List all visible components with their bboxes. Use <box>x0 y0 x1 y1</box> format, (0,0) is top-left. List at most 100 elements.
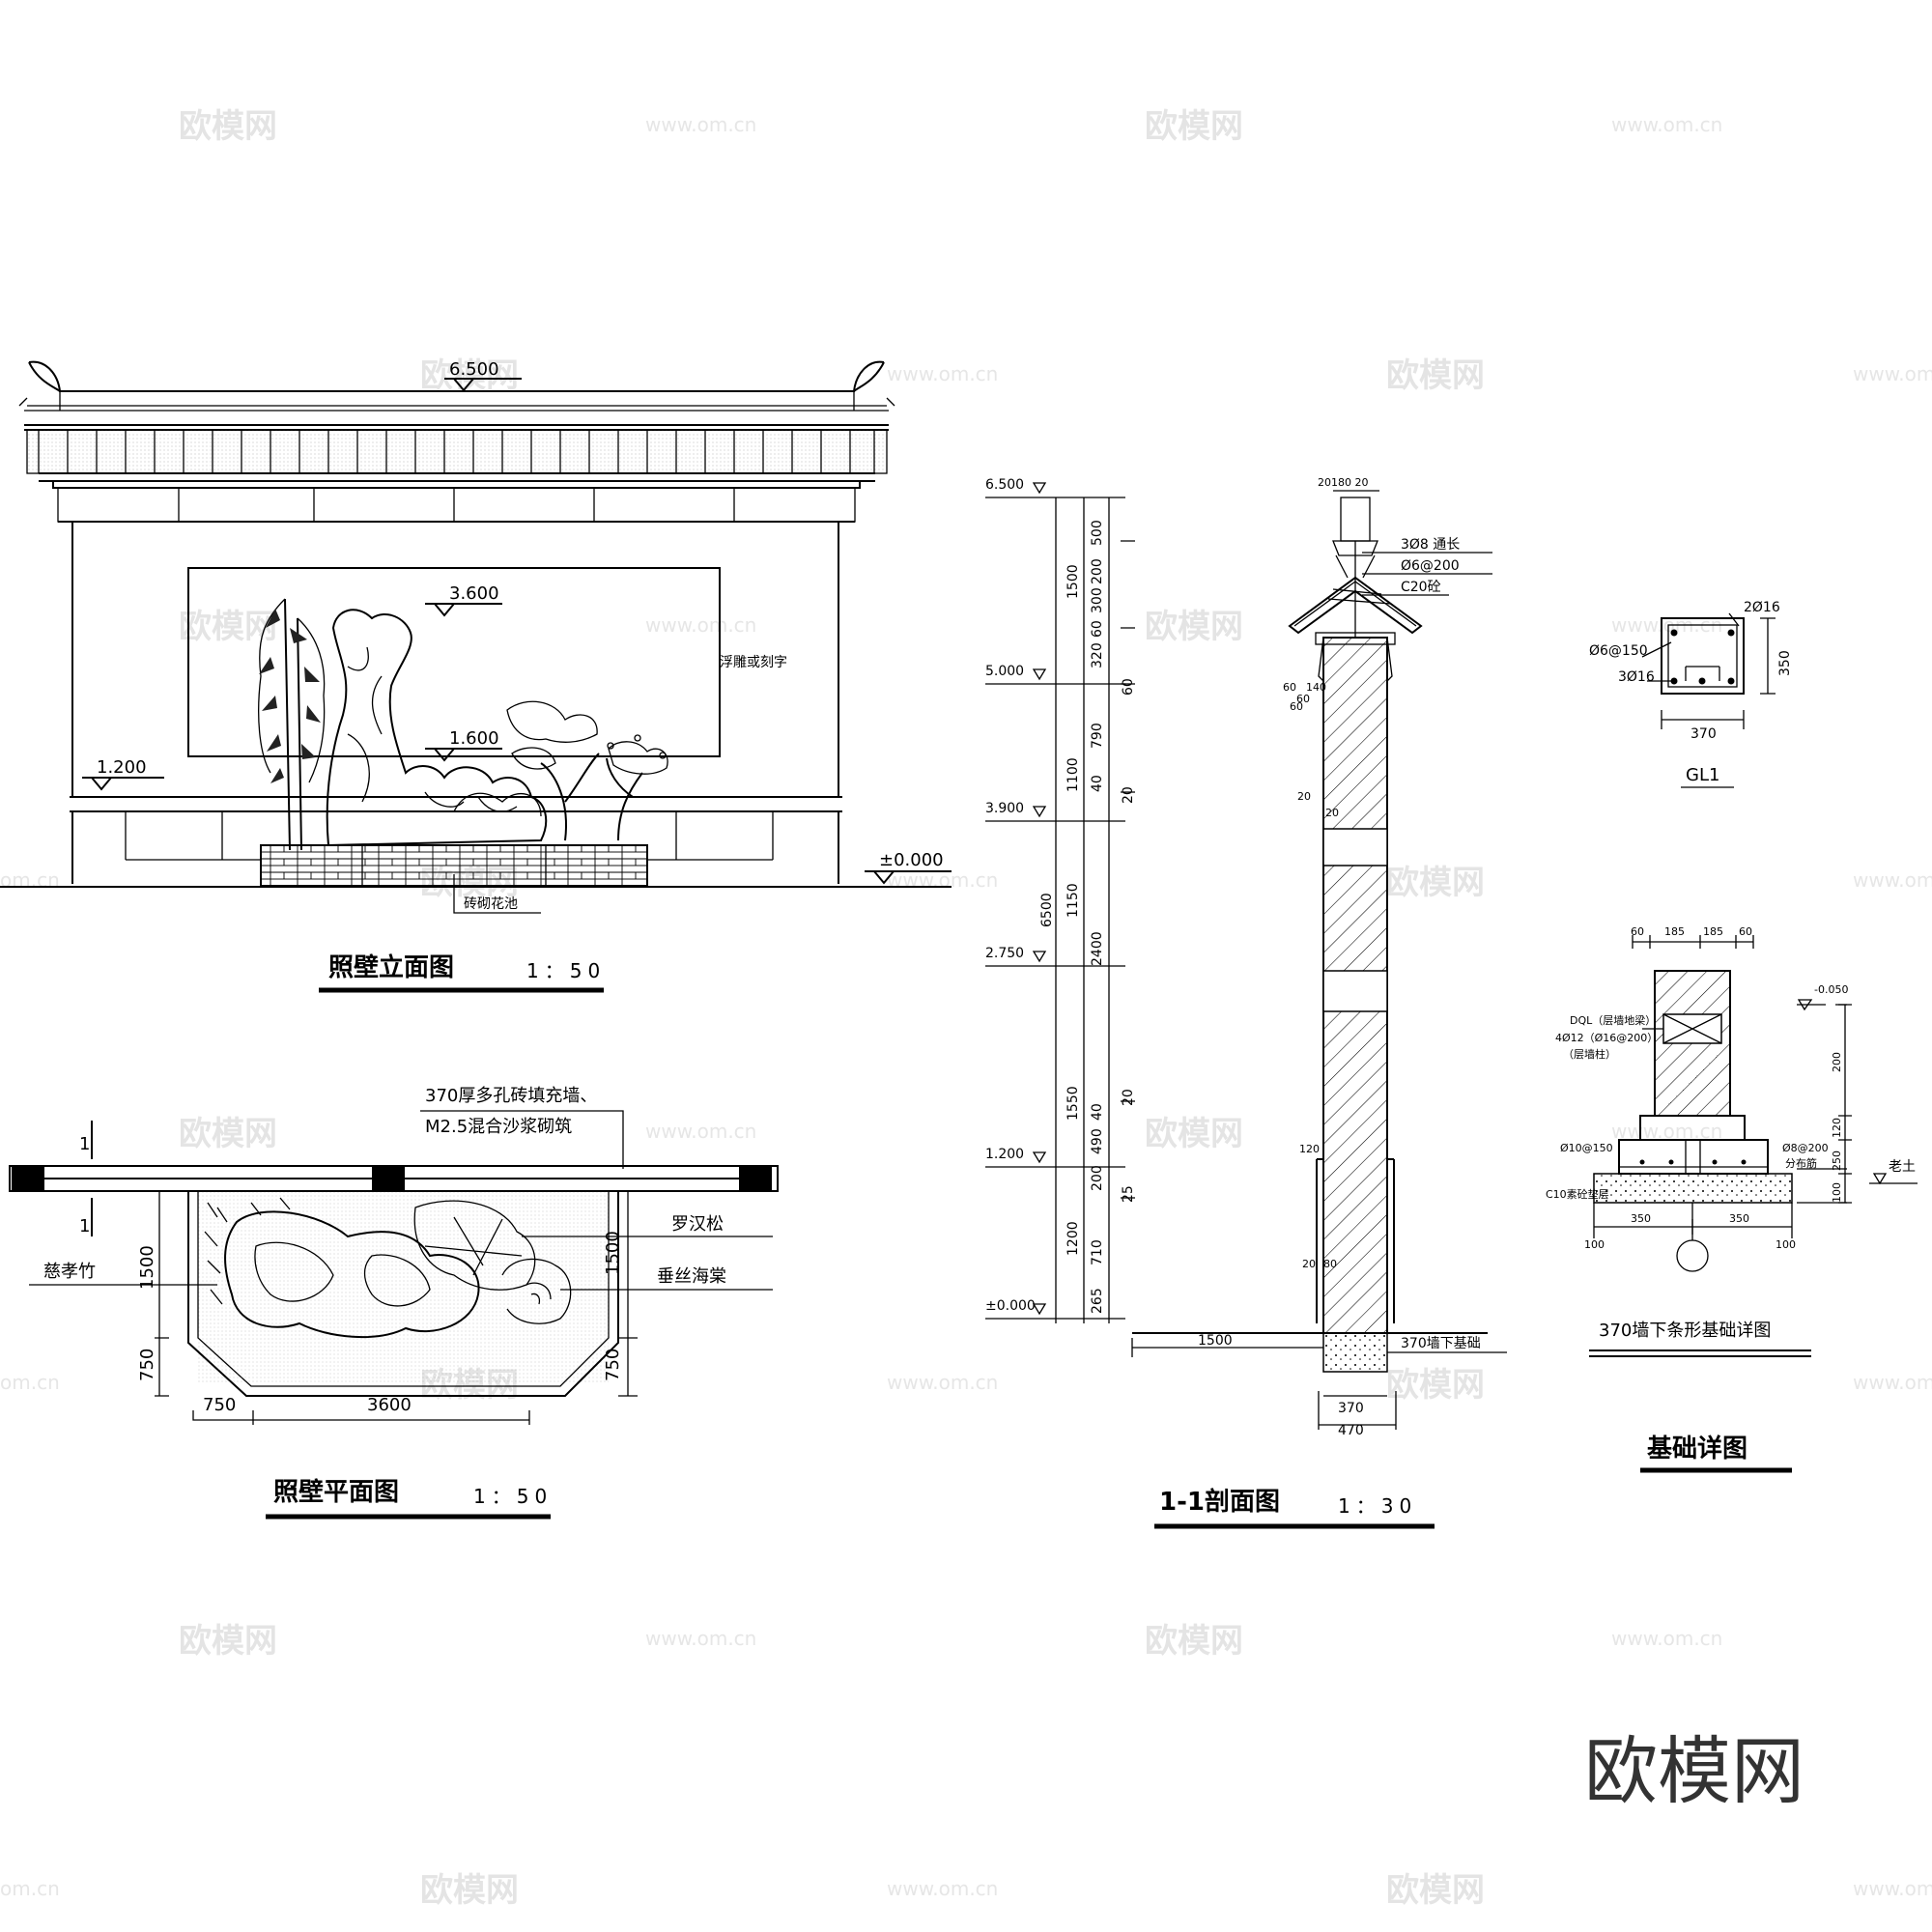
fd-top-dims <box>1632 935 1754 949</box>
gl1-section <box>1661 617 1745 695</box>
section-mark-top: 1 <box>79 1134 90 1154</box>
bamboo-leaves-plan <box>204 1197 291 1305</box>
svg-text:1550: 1550 <box>1065 1086 1081 1121</box>
gl1-leaders <box>1641 612 1740 682</box>
watermark-layer: 欧模网 www.om.cn 欧模网 www.om.cn 欧模网 www.om.c… <box>0 107 1932 1910</box>
fd-level-mark <box>1797 999 1813 1011</box>
watermark-brand: 欧模网 <box>1145 107 1243 146</box>
watermark-url-partial: om.cn <box>0 1371 60 1394</box>
pine-tree <box>506 700 600 841</box>
watermark-brand: 欧模网 <box>179 107 277 146</box>
wall-body <box>58 521 855 797</box>
svg-text:25: 25 <box>1121 1185 1136 1203</box>
rock-texture <box>347 646 518 812</box>
planter-divisions <box>361 845 547 886</box>
roof-ridge-lines <box>24 391 889 412</box>
wall-pier <box>12 1166 44 1191</box>
pond-gravel <box>198 1191 609 1384</box>
svg-text:320: 320 <box>1090 642 1105 668</box>
svg-text:±0.000: ±0.000 <box>879 850 944 870</box>
watermark-brand: 欧模网 <box>179 1622 277 1661</box>
fd-right-dim <box>1838 1004 1852 1204</box>
gl1-inner <box>1685 666 1720 681</box>
gl1-title: GL1 <box>1686 765 1719 785</box>
watermark-url: www.om.cn <box>887 1371 998 1394</box>
svg-text:710: 710 <box>1090 1239 1105 1265</box>
svg-text:60: 60 <box>1090 620 1105 638</box>
watermark-brand: 欧模网 <box>1145 1115 1243 1153</box>
section-view: 6.500 5.000 3.900 2.750 1.200 ±0.000 150… <box>985 476 1507 1529</box>
fd-rebar-right-2: 分布筋 <box>1785 1156 1817 1170</box>
elevation-view: 6.500 3.600 1.600 1.200 ±0.000 浮雕或刻字 砖砌花… <box>0 359 952 993</box>
beam-band-2 <box>1322 970 1388 1012</box>
fd-soil-mark <box>1869 1173 1918 1185</box>
label-cixiao: 慈孝竹 <box>43 1262 96 1282</box>
planter-leader <box>453 874 541 914</box>
cap-profile <box>1318 637 1393 682</box>
svg-text:20: 20 <box>1302 1258 1316 1270</box>
watermark-url-partial: om.cn <box>0 1877 60 1900</box>
section-mark-bottom: 1 <box>79 1216 90 1236</box>
section-title: 1-1剖面图 <box>1159 1487 1280 1517</box>
svg-text:1.600: 1.600 <box>449 728 499 749</box>
gl1-stirrup <box>1667 624 1738 688</box>
svg-text:1500: 1500 <box>603 1231 623 1275</box>
svg-text:350: 350 <box>1729 1212 1749 1225</box>
svg-text:300: 300 <box>1090 587 1105 613</box>
small-rock <box>453 792 542 817</box>
level-marker-6500: 6.500 <box>444 359 522 392</box>
svg-text:20: 20 <box>1325 807 1339 819</box>
svg-text:20: 20 <box>1297 790 1311 803</box>
relief-panel <box>187 567 721 757</box>
crabapple-swirl <box>526 1282 552 1305</box>
wall-note-line2: M2.5混合沙浆砌筑 <box>425 1117 572 1137</box>
svg-text:350: 350 <box>1631 1212 1651 1225</box>
svg-text:3.900: 3.900 <box>985 801 1024 816</box>
svg-text:200: 200 <box>1090 1165 1105 1191</box>
gl1-detail: 2Ø16 Ø6@150 3Ø16 370 350 GL1 <box>1589 600 1793 788</box>
rebar-leaders <box>1362 552 1492 596</box>
foundation-detail: 60 185 185 60 -0.050 200 120 250 100 DQL… <box>1546 925 1918 1473</box>
plinth-profile <box>1316 1158 1395 1323</box>
plan-rock-cluster <box>224 1210 480 1338</box>
fd-dowels <box>1685 1140 1701 1174</box>
svg-text:60: 60 <box>1739 925 1752 938</box>
dim-bottom <box>192 1410 530 1425</box>
svg-text:265: 265 <box>1090 1288 1105 1314</box>
wall-note-line1: 370厚多孔砖填充墙、 <box>425 1086 597 1106</box>
svg-text:185: 185 <box>1664 925 1685 938</box>
svg-text:2.750: 2.750 <box>985 946 1024 961</box>
svg-text:1500: 1500 <box>137 1245 157 1290</box>
svg-text:20: 20 <box>1121 1089 1136 1106</box>
svg-text:6.500: 6.500 <box>985 477 1024 493</box>
roof-band <box>24 424 889 431</box>
fd-cushion-label: C10素砼垫层 <box>1546 1187 1609 1201</box>
dim-right <box>618 1190 638 1397</box>
beam-band-1 <box>1322 828 1388 867</box>
level-marker-1200: 1.200 <box>82 757 164 791</box>
svg-text:790: 790 <box>1090 723 1105 749</box>
fd-rebar-left: Ø10@150 <box>1560 1142 1613 1154</box>
wall-pier <box>739 1166 772 1191</box>
brand-logo-text: 欧模网 <box>1584 1728 1804 1814</box>
canopy-branches <box>424 1216 523 1276</box>
watermark-brand: 欧模网 <box>1386 356 1485 395</box>
fd-dql-1: DQL（层墙地梁） <box>1570 1013 1656 1027</box>
fd-caption: 370墙下条形基础详图 <box>1599 1321 1771 1341</box>
watermark-url: www.om.cn <box>887 1877 998 1900</box>
watermark-url: www.om.cn <box>887 362 998 385</box>
watermark-brand: 欧模网 <box>179 608 277 646</box>
gl1-top-bar: 2Ø16 <box>1744 600 1780 615</box>
plan-view: 1 1 1500 750 1500 750 750 3600 370厚多孔砖填充… <box>9 1086 779 1520</box>
bottom-dim-lines <box>1318 1391 1397 1430</box>
watermark-url: www.om.cn <box>645 613 756 637</box>
level-marker-3600: 3.600 <box>425 583 502 617</box>
roof-tips <box>18 397 895 407</box>
svg-text:200: 200 <box>1090 558 1105 584</box>
svg-text:60: 60 <box>1283 681 1296 694</box>
watermark-brand: 欧模网 <box>420 1871 519 1910</box>
watermark-brand: 欧模网 <box>1386 1366 1485 1405</box>
fd-caption-underline <box>1589 1350 1811 1357</box>
bamboo-plant <box>258 598 326 851</box>
fd-axis-bubble <box>1676 1239 1709 1272</box>
